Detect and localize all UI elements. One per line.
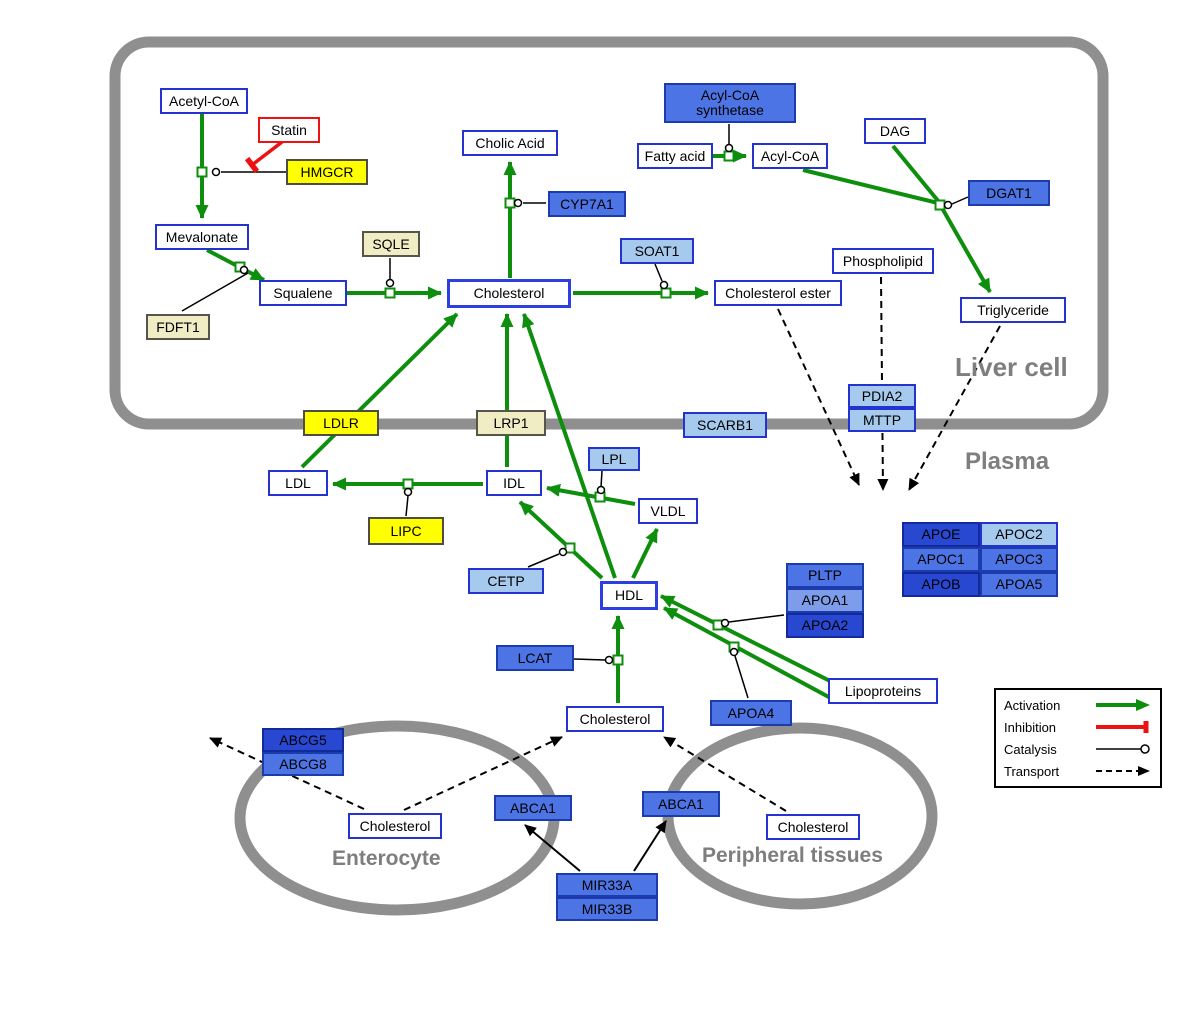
plasma-label: Plasma [965,448,1050,475]
legend-row-catalysis: Catalysis [1004,742,1152,757]
legend-activation-label: Activation [1004,697,1061,713]
node-phospholipid: Phospholipid [832,248,934,274]
node-hmgcr: HMGCR [286,159,368,185]
edge-junction-triglyceride [940,207,992,293]
edge-mir33-abca1-right [633,820,667,872]
edge-lipoproteins-hdl-2 [663,606,839,704]
node-lipoproteins: Lipoproteins [828,678,938,704]
node-apoc1: APOC1 [902,547,980,572]
catalysis-circle-icon [1096,744,1150,754]
edge-lipoproteins-hdl-1 [660,594,831,683]
node-apoa4: APOA4 [710,700,792,726]
node-apoc2: APOC2 [980,522,1058,547]
node-abca1-peripheral: ABCA1 [642,791,720,817]
node-apoe: APOE [902,522,980,547]
node-sqle: SQLE [362,231,420,257]
node-acetyl-coa: Acetyl-CoA [160,88,248,114]
node-cholesterol-plasma: Cholesterol [566,706,664,732]
legend-inhibition-label: Inhibition [1004,719,1057,735]
node-dgat1: DGAT1 [968,180,1050,206]
node-lrp1: LRP1 [476,410,546,436]
edge-hdl-cholesterol [522,313,617,579]
legend: Activation Inhibition Catalysis Transpor… [994,688,1162,788]
node-cholesterol-ester: Cholesterol ester [714,280,842,306]
legend-row-activation: Activation [1004,698,1152,713]
node-cetp: CETP [468,568,544,594]
node-dag: DAG [864,118,926,144]
liver-cell-membrane [109,36,1109,430]
node-squalene: Squalene [259,280,347,306]
node-statin: Statin [258,117,320,143]
activation-arrow-icon [1096,699,1150,711]
edge-ldl-cholesterol [300,312,459,469]
transport-triglyceride [908,325,1001,491]
transport-enterocyte-cholesterol [403,736,563,811]
node-cholesterol: Cholesterol [447,279,571,308]
node-acyl-coa-synthetase: Acyl-CoA synthetase [664,83,796,123]
node-ldl: LDL [268,470,328,496]
node-mevalonate: Mevalonate [155,224,249,250]
node-lcat: LCAT [496,645,574,671]
activation-edges [195,114,992,704]
node-mttp: MTTP [848,408,916,432]
transport-cholesterol-ester [777,308,860,486]
peripheral-tissues-label: Peripheral tissues [702,844,883,867]
regulation-edges [524,820,667,872]
enterocyte-label: Enterocyte [332,847,441,870]
node-abcg8: ABCG8 [262,752,344,776]
node-lpl: LPL [588,447,640,471]
node-apoa2: APOA2 [786,613,864,638]
node-apoa5: APOA5 [980,572,1058,597]
node-acyl-coa2: Acyl-CoA [752,143,828,169]
node-abca1-enterocyte: ABCA1 [494,795,572,821]
catalysis-edges [181,124,969,699]
node-abcg5: ABCG5 [262,728,344,752]
node-pdia2: PDIA2 [848,384,916,408]
node-apoc3: APOC3 [980,547,1058,572]
edge-dag-junction [891,144,941,204]
node-apob: APOB [902,572,980,597]
node-fdft1: FDFT1 [146,314,210,340]
node-cholesterol-enterocyte: Cholesterol [348,813,442,839]
legend-row-inhibition: Inhibition [1004,720,1152,735]
edge-hdl-idl [518,500,604,580]
node-triglyceride: Triglyceride [960,297,1066,323]
node-idl: IDL [486,470,542,496]
node-scarb1: SCARB1 [683,412,767,438]
node-soat1: SOAT1 [620,238,694,264]
legend-transport-label: Transport [1004,763,1060,779]
node-ldlr: LDLR [303,410,379,436]
edge-vldl-idl [546,483,636,506]
liver-cell-label: Liver cell [955,352,1068,382]
edge-mir33-abca1-left [524,824,581,872]
node-lipc: LIPC [368,517,444,545]
node-mir33a: MIR33A [556,873,658,897]
node-mir33b: MIR33B [556,897,658,921]
node-cholic-acid: Cholic Acid [462,130,558,156]
node-vldl: VLDL [638,498,698,524]
node-fatty-acid: Fatty acid [637,143,713,169]
edge-hdl-vldl [631,528,659,579]
inhibition-edge-statin [244,140,284,174]
edge-acylcoa-junction [802,168,939,205]
legend-row-transport: Transport [1004,764,1152,779]
inhibition-tbar-icon [1096,721,1149,733]
node-hdl: HDL [600,581,658,610]
node-apoa1: APOA1 [786,588,864,613]
transport-dashed-arrow-icon [1096,766,1150,776]
legend-catalysis-label: Catalysis [1004,741,1057,757]
node-cholesterol-peripheral: Cholesterol [766,814,860,840]
node-cyp7a1: CYP7A1 [548,191,626,217]
node-pltp: PLTP [786,563,864,588]
